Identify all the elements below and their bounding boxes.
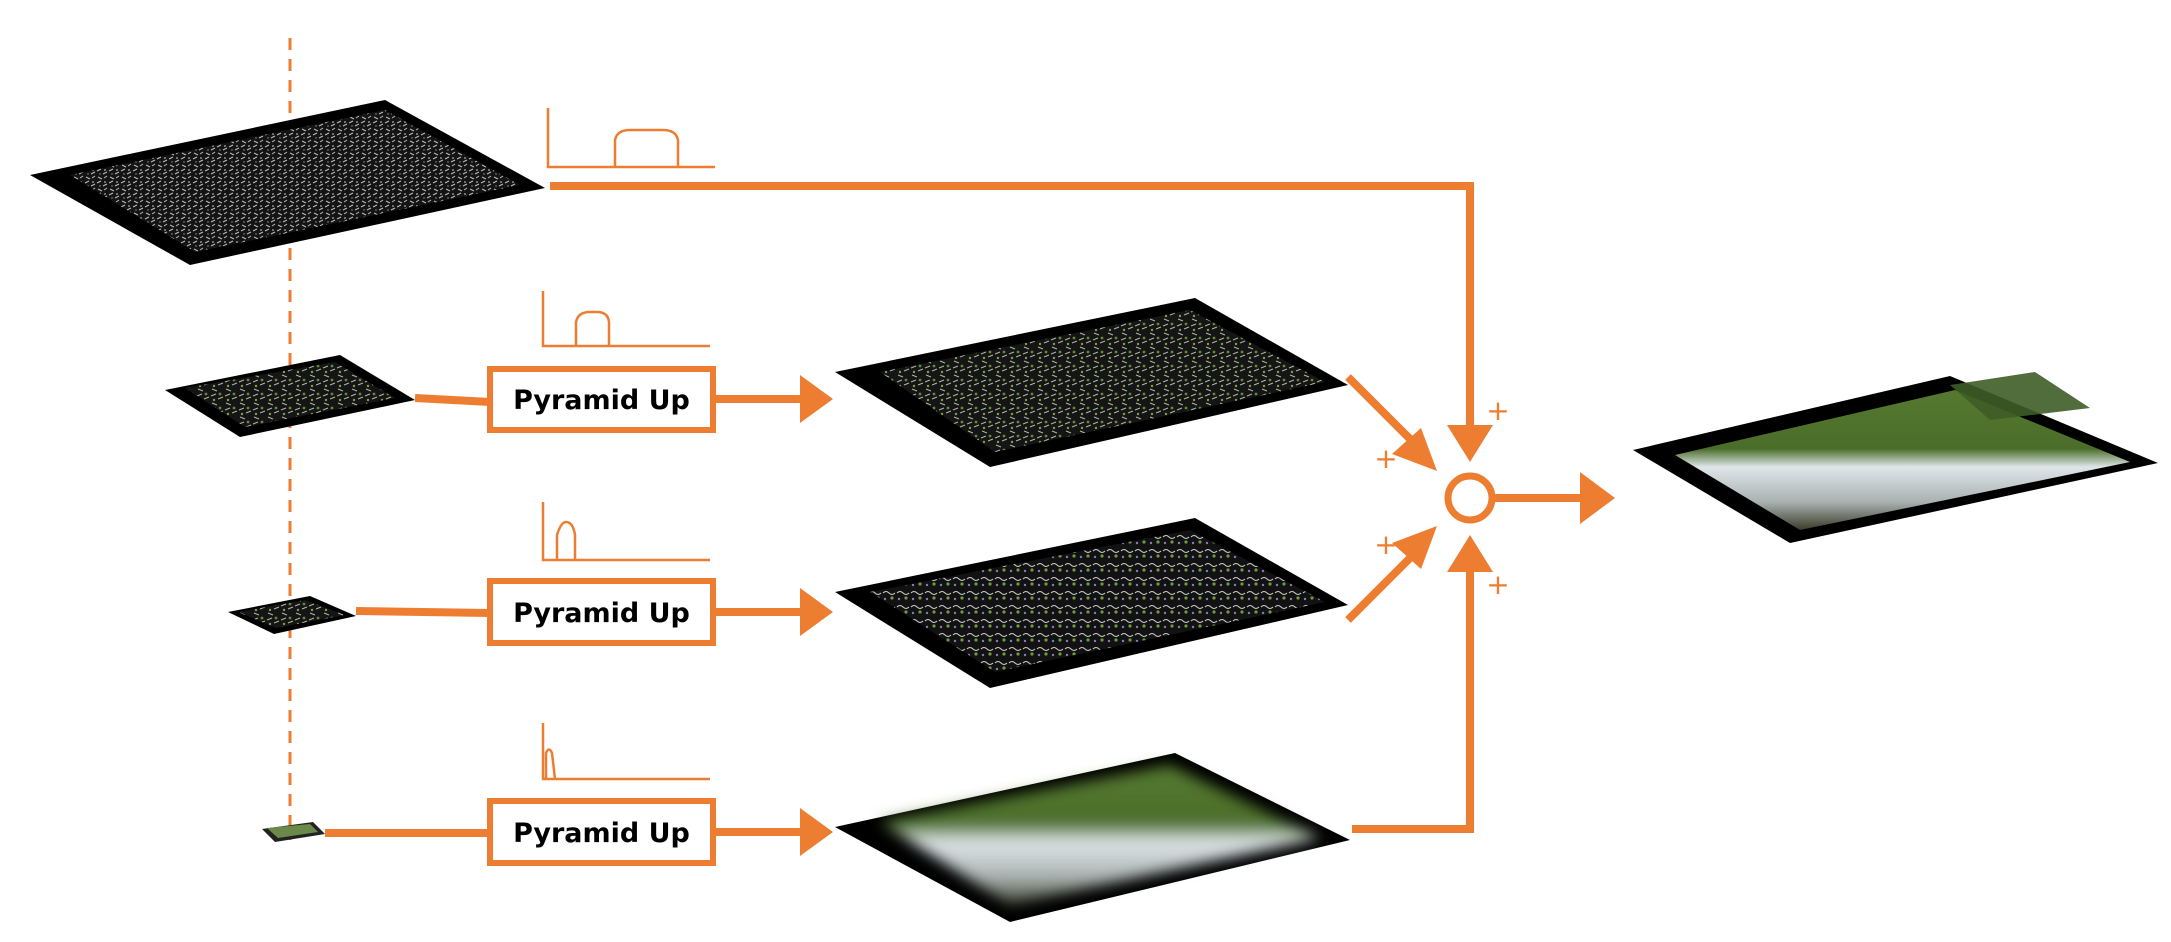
pyramid-level-2-tile — [228, 596, 356, 634]
plus-sign-upper-left: + — [1374, 442, 1397, 475]
filter-response-icon-top — [546, 108, 715, 169]
arrow-sum-to-output — [1495, 472, 1615, 524]
plus-sign-bottom: + — [1486, 568, 1509, 601]
pyramid-up-box-2: Pyramid Up — [487, 578, 716, 646]
arrow-level1-to-sum — [1345, 374, 1437, 471]
plus-sign-top: + — [1486, 394, 1509, 427]
path-bottom-to-sum — [1352, 535, 1493, 833]
upsampled-tile-level2 — [835, 518, 1348, 688]
arrow-box2-to-tile — [713, 588, 833, 636]
filter-response-icon-level1 — [541, 291, 710, 348]
upsampled-tile-level3 — [835, 753, 1350, 922]
connector-level1 — [414, 394, 491, 406]
pyramid-up-box-3: Pyramid Up — [487, 798, 716, 866]
path-top-to-sum — [550, 182, 1493, 462]
filter-response-icon-level3 — [541, 723, 710, 781]
upsampled-tile-level1 — [835, 298, 1348, 467]
pyramid-up-label: Pyramid Up — [513, 818, 690, 849]
arrow-level2-to-sum — [1345, 526, 1437, 623]
pyramid-level-1-tile — [165, 355, 415, 437]
arrow-box1-to-tile — [713, 375, 833, 423]
pyramid-up-label: Pyramid Up — [513, 598, 690, 629]
pyramid-level-0-tile — [30, 100, 545, 265]
reconstructed-output-tile — [1633, 372, 2158, 543]
connector-level2 — [355, 607, 491, 617]
summation-node — [1444, 472, 1496, 524]
pyramid-up-box-1: Pyramid Up — [487, 366, 716, 433]
filter-response-icon-level2 — [541, 502, 710, 562]
arrow-box3-to-tile — [713, 808, 833, 856]
pyramid-level-3-tile — [262, 822, 325, 842]
pyramid-up-label: Pyramid Up — [513, 385, 690, 416]
plus-sign-lower-left: + — [1374, 528, 1397, 561]
